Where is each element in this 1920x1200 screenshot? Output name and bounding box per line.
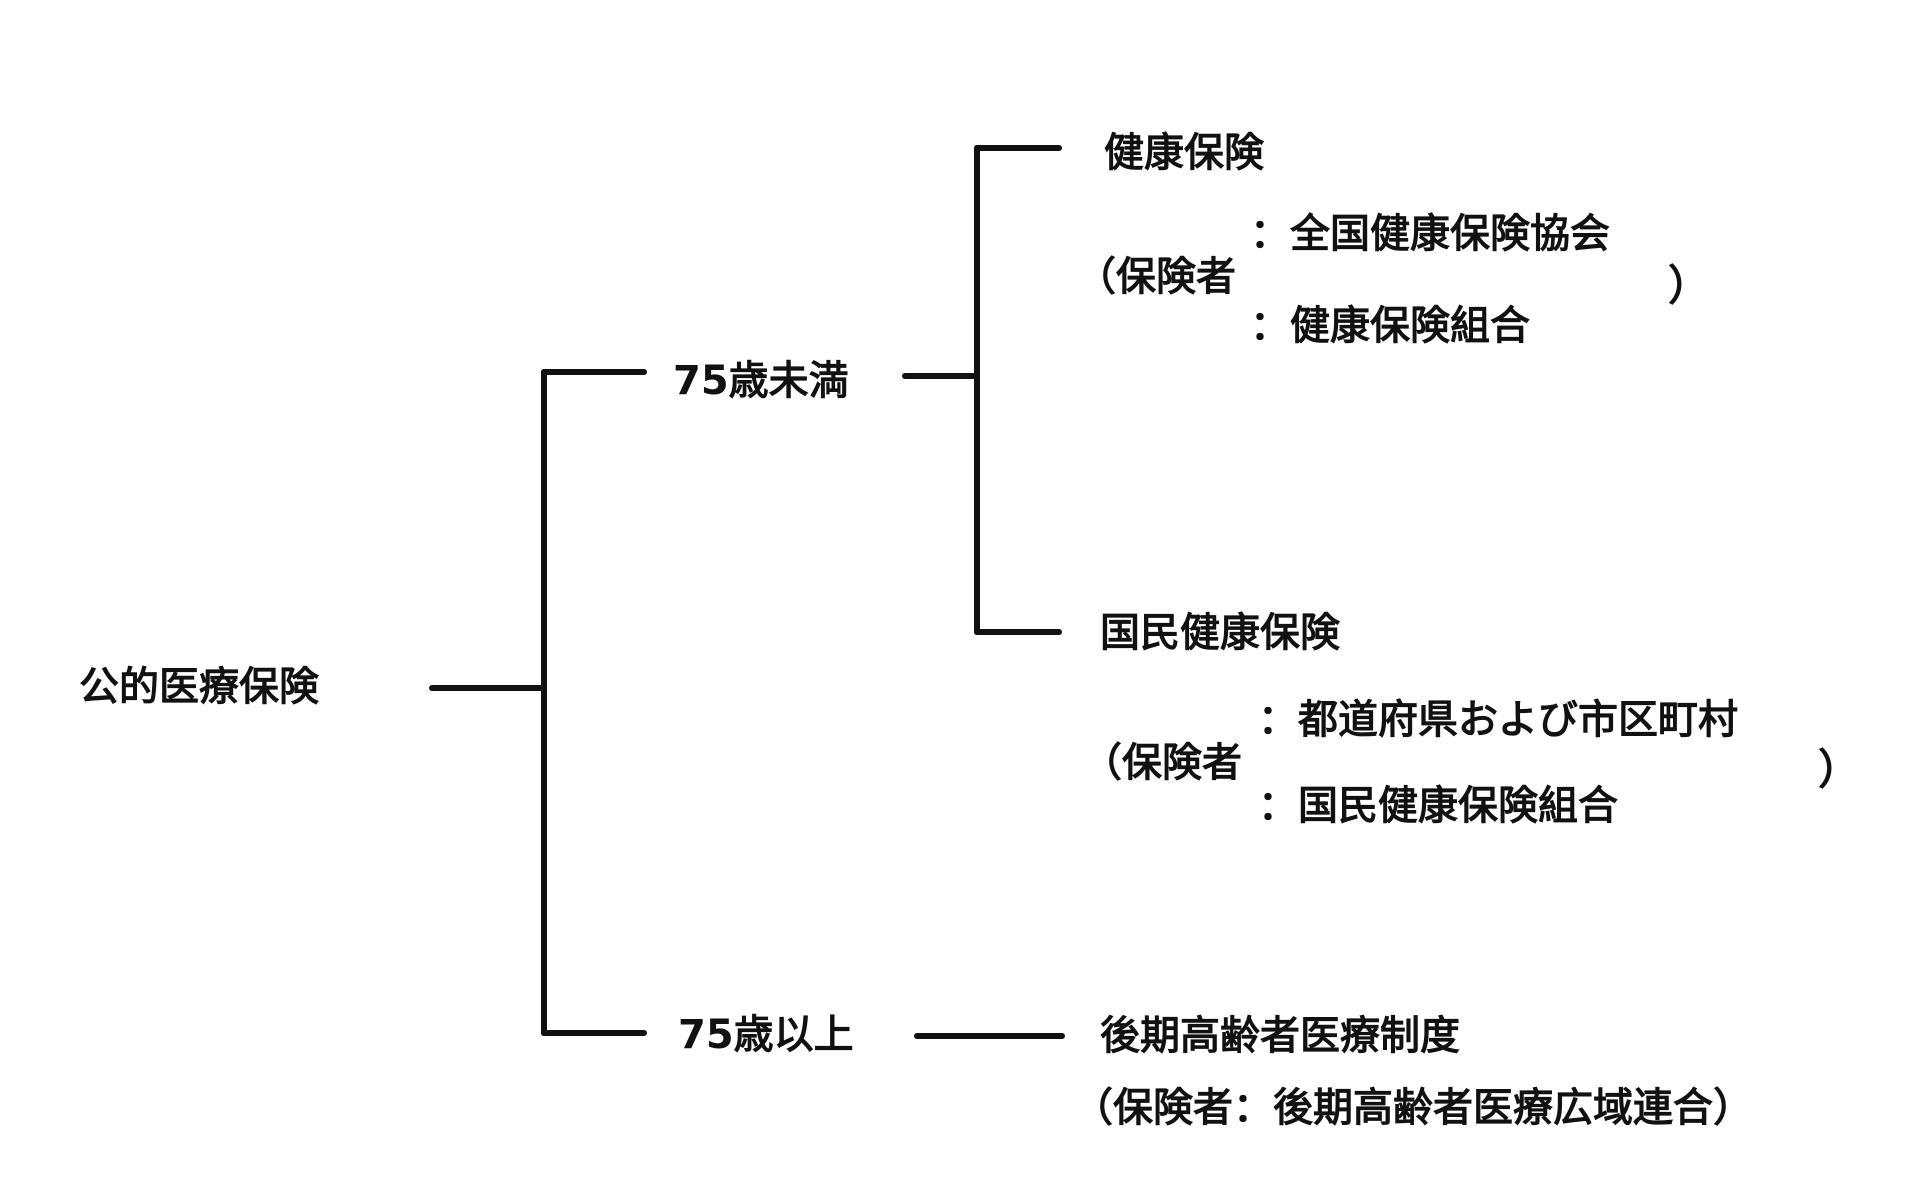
national-insurer-prefix: （保険者 [1082, 740, 1242, 786]
national-insurance-name: 国民健康保険 [1100, 610, 1340, 656]
national-insurer-2: ：国民健康保険組合 [1258, 783, 1618, 829]
health-insurer-prefix: （保険者 [1076, 254, 1236, 300]
national-insurer-1: ：都道府県および市区町村 [1258, 697, 1738, 743]
root-label: 公的医療保険 [79, 664, 319, 710]
health-close-paren: ） [1668, 261, 1711, 310]
national-close-paren: ） [1818, 745, 1861, 794]
under75-label: 75歳未満 [673, 358, 849, 404]
health-insurer-1: ：全国健康保険協会 [1250, 211, 1610, 257]
over75-system-name: 後期高齢者医療制度 [1100, 1013, 1460, 1059]
health-insurer-2: ：健康保険組合 [1250, 303, 1530, 349]
over75-label: 75歳以上 [678, 1012, 854, 1058]
health-insurance-name: 健康保険 [1104, 130, 1264, 176]
over75-insurer-line: （保険者：後期高齢者医療広域連合） [1073, 1085, 1753, 1131]
